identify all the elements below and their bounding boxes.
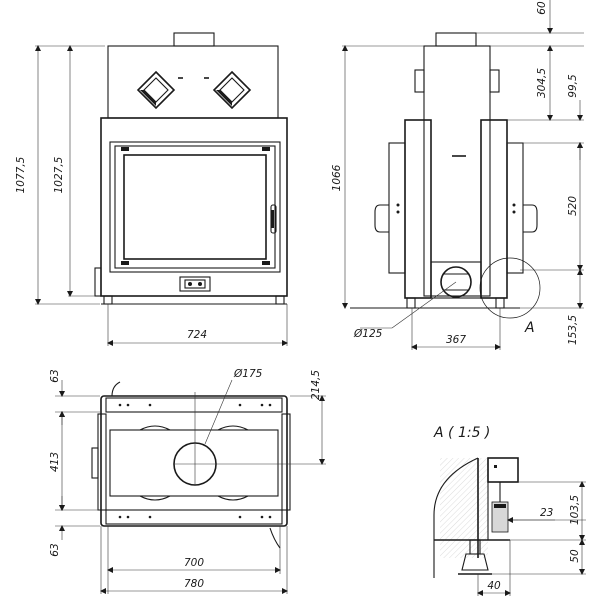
dim-top-back: 63 xyxy=(49,543,61,556)
dim-duct-diameter: Ø125 xyxy=(353,328,383,340)
dim-top-overall-width: 780 xyxy=(184,578,204,590)
dim-outlet-offset: 214,5 xyxy=(310,370,322,400)
side-view: A 1066 Ø125 367 60 304,5 99,5 520 xyxy=(331,0,584,350)
dim-front-height: 1027,5 xyxy=(53,156,65,193)
detail-title: A ( 1:5 ) xyxy=(433,425,490,441)
dim-side-right-offset: 99,5 xyxy=(567,74,579,98)
dim-detail-height: 103,5 xyxy=(569,495,581,525)
dim-detail-small: 23 xyxy=(540,507,553,519)
top-view: Ø175 214,5 63 413 63 700 780 xyxy=(49,368,326,594)
dim-front-width: 724 xyxy=(187,329,207,341)
dim-side-bottom-offset: 153,5 xyxy=(567,315,579,345)
dim-top-depth: 413 xyxy=(49,452,61,472)
dim-top-front: 63 xyxy=(49,369,61,382)
dim-top-inner-width: 700 xyxy=(184,557,204,569)
vent-diamond-left xyxy=(136,70,176,110)
vent-diamond-right xyxy=(212,70,252,110)
dim-detail-foot: 50 xyxy=(569,549,581,563)
dim-outlet-diameter: Ø175 xyxy=(233,368,263,380)
detail-marker: A xyxy=(524,320,535,336)
dim-detail-bottom: 40 xyxy=(487,580,501,592)
dim-side-depth: 367 xyxy=(446,334,466,346)
front-view: 1077,5 1027,5 724 xyxy=(15,32,288,346)
dim-side-height: 1066 xyxy=(331,164,343,191)
dim-side-body: 520 xyxy=(567,196,579,216)
dim-front-overall-height: 1077,5 xyxy=(15,156,27,193)
dim-side-top-extra: 60 xyxy=(536,1,548,15)
detail-a-view: A ( 1:5 ) 23 103,5 50 xyxy=(433,425,586,596)
dim-side-top-offset: 304,5 xyxy=(536,68,548,98)
